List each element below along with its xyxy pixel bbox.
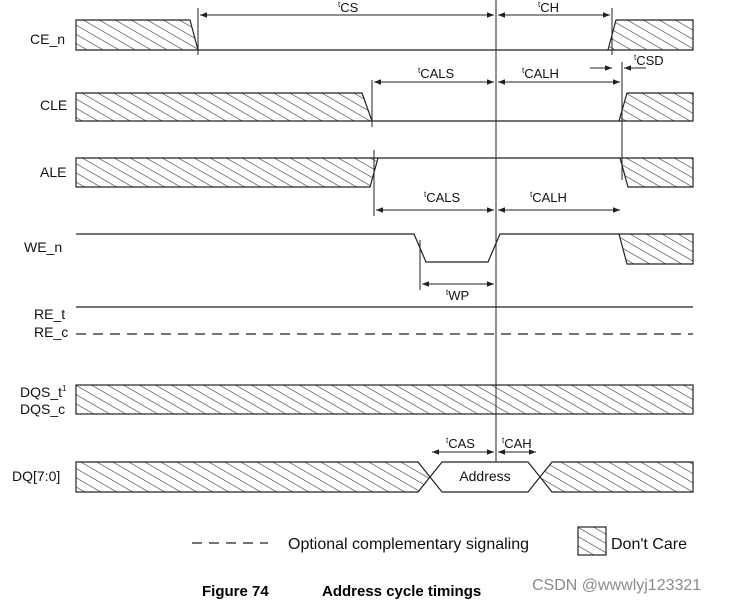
figure-number: Figure 74 <box>202 583 269 600</box>
legend-optional-text: Optional complementary signaling <box>288 536 529 553</box>
ce-n-dont-care-right <box>607 19 694 51</box>
legend-hatch-icon <box>577 526 607 556</box>
tcsd-label: tCSD <box>634 53 664 68</box>
cle-dont-care-left <box>75 92 373 122</box>
dq-dont-care-right <box>539 461 694 493</box>
tcs-label: tCS <box>338 0 359 15</box>
ce-n-dont-care-left <box>75 19 199 51</box>
re-t-label: RE_t <box>34 306 65 322</box>
legend-dont-care-text: Don't Care <box>611 536 687 553</box>
re-c-label: RE_c <box>34 324 68 340</box>
dqs-t-label: DQS_t1 <box>20 384 67 400</box>
dq-dont-care-left <box>75 461 431 493</box>
ale-label: ALE <box>40 164 66 180</box>
dqs-c-label: DQS_c <box>20 401 65 417</box>
dq-address-value: Address <box>459 468 510 484</box>
figure-title: Address cycle timings <box>322 583 481 600</box>
tcah-label: tCAH <box>502 436 532 451</box>
tch-label: tCH <box>538 0 559 15</box>
ale-dont-care-left <box>75 157 379 188</box>
ale-dont-care-right <box>619 157 694 188</box>
tcas-label: tCAS <box>446 436 475 451</box>
tcals-label-1: tCALS <box>418 66 455 81</box>
tcalh-label-1: tCALH <box>522 66 559 81</box>
cle-dont-care-right <box>618 92 694 122</box>
watermark: CSDN @wwwlyj123321 <box>532 577 701 594</box>
ce-n-label: CE_n <box>30 31 65 47</box>
cle-label: CLE <box>40 97 67 113</box>
tcalh-label-2: tCALH <box>530 190 567 205</box>
we-n-label: WE_n <box>24 239 62 255</box>
we-n-waveform <box>76 233 619 263</box>
dqs-dont-care <box>75 384 694 415</box>
tcals-label-2: tCALS <box>424 190 461 205</box>
dq-label: DQ[7:0] <box>12 468 60 484</box>
twp-label: tWP <box>446 288 469 303</box>
we-n-dont-care-right <box>618 233 694 265</box>
